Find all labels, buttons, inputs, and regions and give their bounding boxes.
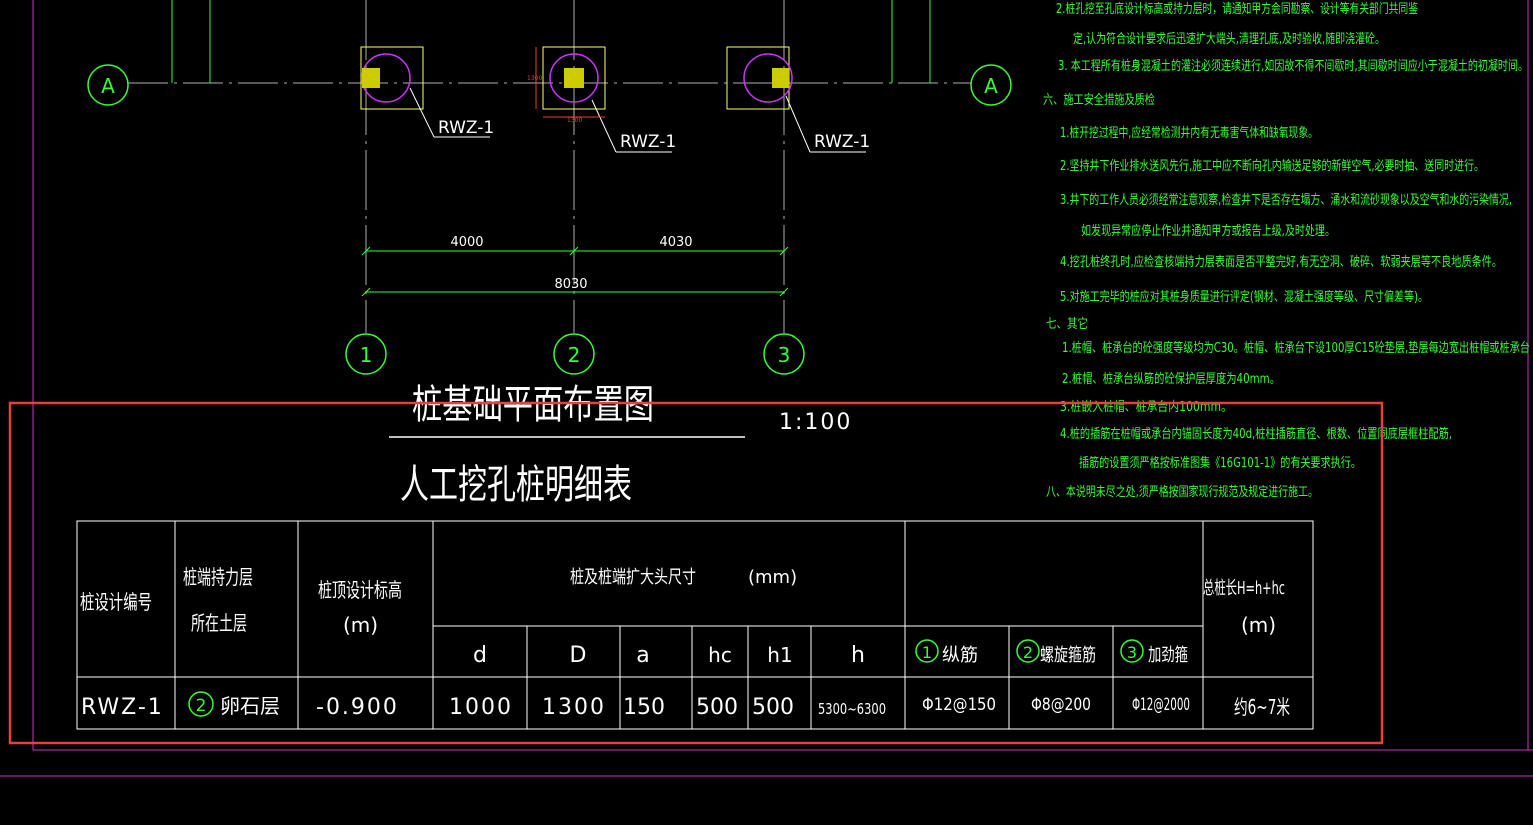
- small-dim-h: 1300: [567, 117, 582, 124]
- rebar1-num: 1: [922, 643, 932, 662]
- pile-schedule-table: [76, 520, 1314, 730]
- axis-bubble-a-left: A: [87, 64, 129, 106]
- note-line: 七、其它: [1046, 316, 1088, 332]
- cell-h: 5300~6300: [818, 700, 886, 718]
- note-line: 4.挖孔桩终孔时,应检查核端持力层表面是否平整完好,有无空洞、破碎、软弱夹层等不…: [1060, 254, 1502, 270]
- note-line: 定,认为符合设计要求后迅速扩大端头,清理孔底,及时验收,随即浇灌砼。: [1073, 31, 1385, 47]
- rebar1-marker: [915, 639, 939, 663]
- axis-bubble-2: 2: [553, 333, 595, 375]
- col-h1: h1: [767, 643, 792, 667]
- note-line: 八、本说明未尽之处,须严格按国家现行规范及规定进行施工。: [1046, 484, 1318, 500]
- cell-top-elev: -0.900: [316, 695, 399, 720]
- axis-label-a-left: A: [101, 74, 115, 98]
- cell-bearing-num: 2: [196, 696, 207, 716]
- note-line: 如发现异常应停止作业并通知甲方或报告上级,及时处理。: [1081, 223, 1335, 239]
- plan-title: 桩基础平面布置图: [412, 382, 654, 428]
- note-line: 3. 本工程所有桩身混凝土的灌注必须连续进行,如因故不得不间歇时,其间歇时间应小…: [1058, 58, 1528, 74]
- grid-lines-vertical: [365, 0, 785, 333]
- col-D: D: [570, 643, 587, 668]
- col-d: d: [473, 643, 487, 668]
- cell-rebar3: Φ12@2000: [1132, 695, 1190, 715]
- design-notes: 2.桩孔挖至孔底设计标高或持力层时，请通知甲方会同勘察、设计等有关部门共同鉴 定…: [1043, 1, 1530, 500]
- pile-label-3: RWZ-1: [814, 132, 870, 152]
- pile-label-1: RWZ-1: [438, 118, 494, 138]
- cell-h1: 500: [752, 695, 794, 720]
- rebar3-marker: [1120, 639, 1144, 663]
- cell-d: 1000: [449, 695, 513, 720]
- axis-bubble-a-right: A: [970, 64, 1012, 106]
- note-line: 六、施工安全措施及质检: [1043, 92, 1155, 108]
- cell-rebar1: Φ12@150: [922, 695, 996, 715]
- drawing-frame: [0, 0, 1533, 777]
- plan-scale: 1:100: [779, 410, 852, 435]
- header-total-2: (m): [1241, 613, 1276, 637]
- pile-cap-1: RWZ-1: [360, 46, 494, 138]
- note-line: 1.桩帽、桩承台的砼强度等级均为C30。桩帽、桩承台下设100厚C15砼垫层,垫…: [1062, 340, 1530, 356]
- note-line: 2.坚持井下作业排水送风先行,施工中应不断向孔内输送足够的新鲜空气,必要时抽、送…: [1060, 158, 1484, 174]
- col-hc: hc: [708, 643, 732, 667]
- header-pile-id: 桩设计编号: [80, 590, 152, 614]
- cell-a: 150: [623, 695, 665, 720]
- note-line: 2.桩孔挖至孔底设计标高或持力层时，请通知甲方会同勘察、设计等有关部门共同鉴: [1056, 1, 1418, 17]
- axis-label-1: 1: [360, 343, 373, 367]
- axis-label-a-right: A: [984, 74, 998, 98]
- col-a: a: [636, 643, 649, 668]
- table-title: 人工挖孔桩明细表: [400, 462, 632, 508]
- header-bearing-1: 桩端持力层: [183, 565, 253, 589]
- pile-cap-3: RWZ-1: [726, 46, 870, 153]
- header-size-unit: (mm): [748, 567, 797, 588]
- axis-bubble-3: 3: [763, 333, 805, 375]
- note-line: 插筋的设置须严格按标准图集《16G101-1》的有关要求执行。: [1079, 455, 1361, 471]
- bearing-marker: [188, 691, 214, 717]
- rebar3-label: 加劲箍: [1148, 645, 1188, 666]
- rebar1-label: 纵筋: [942, 645, 978, 666]
- col-h: h: [851, 643, 865, 668]
- small-dim-v: 1300: [527, 75, 542, 82]
- cell-rebar2: Φ8@200: [1031, 695, 1091, 715]
- highlight-box: [8, 401, 1384, 745]
- header-bearing-2: 所在土层: [191, 611, 247, 635]
- note-line: 2.桩帽、桩承台纵筋的砼保护层厚度为40mm。: [1062, 371, 1280, 387]
- cell-pile-id: RWZ-1: [81, 695, 164, 720]
- rebar3-num: 3: [1127, 643, 1137, 662]
- note-line: 4.桩的插筋在桩帽或承台内锚固长度为40d,桩柱插筋直径、根数、位置同底层框柱配…: [1060, 426, 1452, 442]
- axis-label-2: 2: [568, 343, 581, 367]
- cell-total: 约6~7米: [1234, 695, 1290, 719]
- cell-bearing-label: 卵石层: [220, 694, 280, 718]
- axis-label-3: 3: [778, 343, 791, 367]
- pile-label-2: RWZ-1: [620, 132, 676, 152]
- note-line: 3.桩嵌入桩帽、桩承台内100mm。: [1060, 399, 1232, 415]
- column-lines-top: [171, 0, 931, 83]
- rebar2-num: 2: [1023, 643, 1033, 662]
- pile-cap-2: RWZ-1 1300 1300: [527, 46, 676, 153]
- note-line: 3.井下的工作人员必须经常注意观察,检查井下是否存在塌方、涌水和流砂现象以及空气…: [1060, 192, 1512, 208]
- dimension-lines: [361, 246, 789, 297]
- cell-hc: 500: [696, 695, 738, 720]
- dim-4000: 4000: [450, 235, 483, 250]
- rebar2-marker: [1016, 639, 1040, 663]
- dim-8030: 8030: [554, 277, 587, 292]
- note-line: 5.对施工完毕的桩应对其桩身质量进行评定(钢材、混凝土强度等级、尺寸偏差等)。: [1060, 289, 1428, 305]
- note-line: 1.桩开挖过程中,应经常检测井内有无毒害气体和缺氧现象。: [1060, 125, 1318, 141]
- header-size-group: 桩及桩端扩大头尺寸: [570, 567, 696, 588]
- header-top-elev-1: 桩顶设计标高: [318, 578, 402, 602]
- dim-4030: 4030: [659, 235, 692, 250]
- rebar2-label: 螺旋箍筋: [1040, 645, 1096, 666]
- axis-bubble-1: 1: [345, 333, 387, 375]
- header-total-1: 总桩长H=h+hc: [1203, 578, 1285, 599]
- cell-D: 1300: [542, 695, 606, 720]
- header-top-elev-2: (m): [343, 613, 378, 637]
